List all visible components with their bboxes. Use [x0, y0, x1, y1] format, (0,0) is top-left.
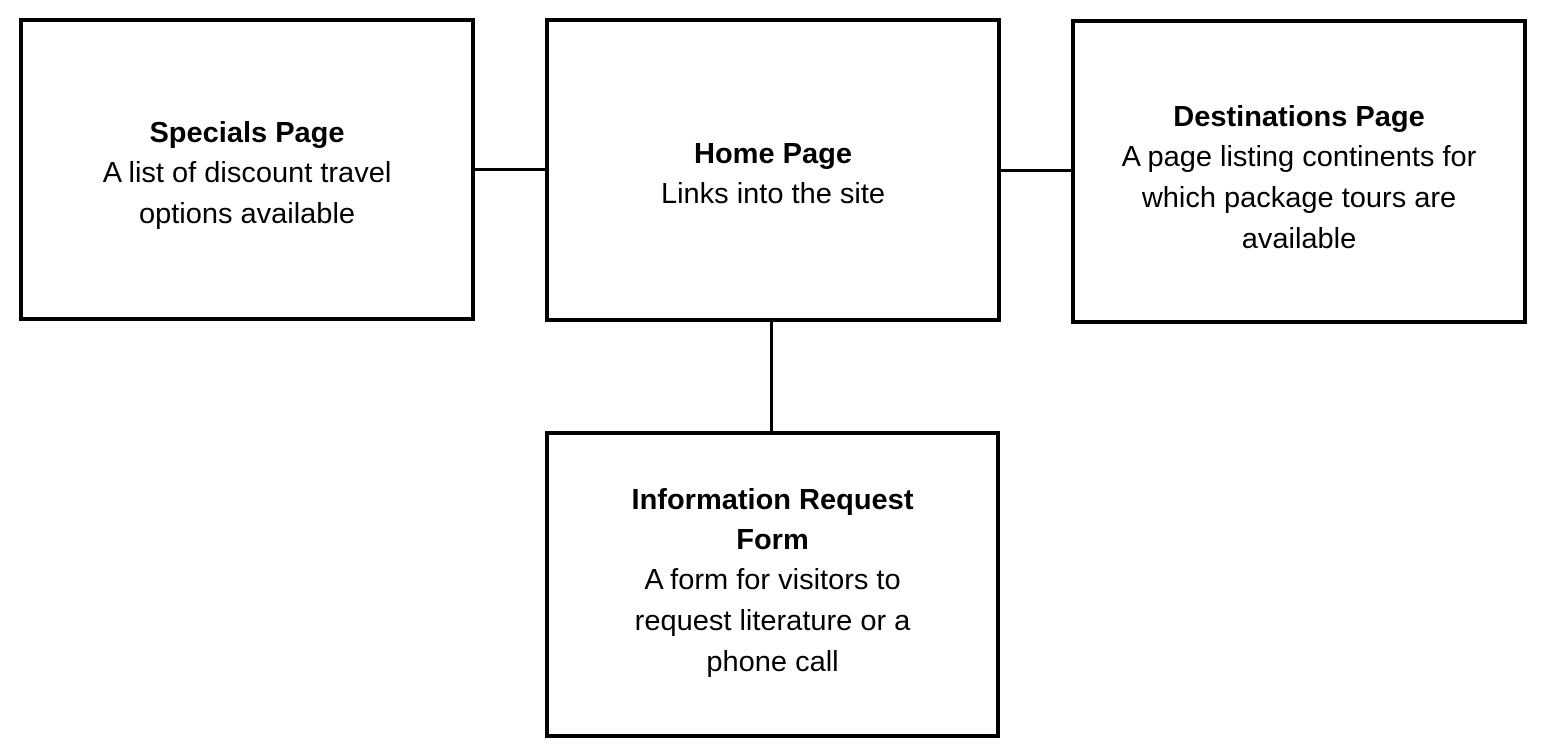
specials-page-description: A list of discount travel options availa…: [102, 157, 392, 230]
destinations-page-title: Destinations Page: [1173, 101, 1425, 133]
information-request-form-title: Information Request Form: [631, 484, 914, 556]
specials-page-title: Specials Page: [149, 117, 345, 149]
home-page-title: Home Page: [694, 138, 852, 170]
specials-page-box: Specials Page A list of discount travel …: [19, 18, 475, 321]
connector-home-form: [770, 321, 773, 432]
information-request-form-box: Information Request Form A form for visi…: [545, 431, 1000, 738]
home-page-box: Home Page Links into the site: [545, 18, 1001, 322]
connector-home-destinations: [1000, 169, 1072, 172]
destinations-page-description: A page listing continents for which pack…: [1121, 141, 1477, 255]
information-request-form-description: A form for visitors to request literatur…: [634, 564, 911, 678]
connector-specials-home: [474, 168, 547, 171]
home-page-description: Links into the site: [660, 178, 886, 210]
destinations-page-box: Destinations Page A page listing contine…: [1071, 19, 1527, 324]
